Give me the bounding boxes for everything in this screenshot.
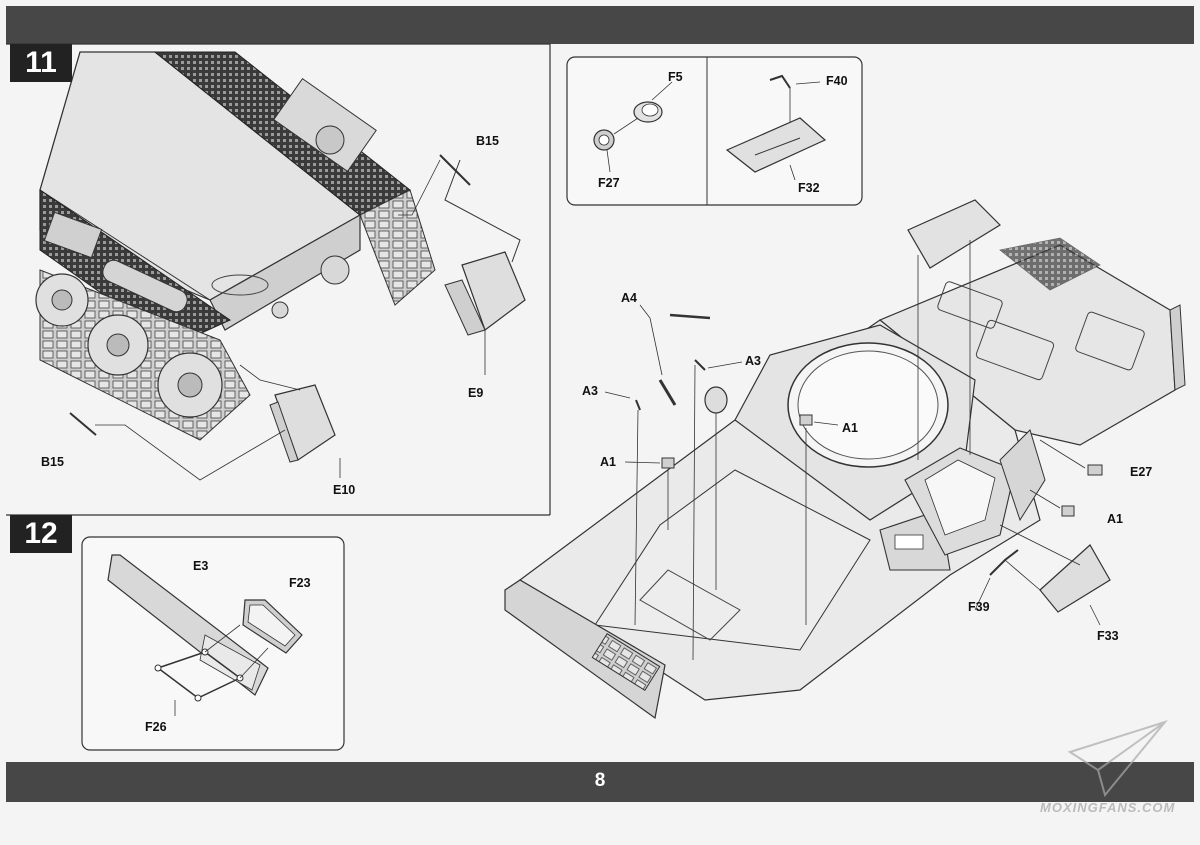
- page-number: 8: [594, 770, 606, 791]
- step-11-badge: 11: [10, 44, 72, 82]
- part-e9-mudflap: [398, 154, 526, 375]
- detail-inset: [566, 56, 863, 206]
- part-e10-mudflap: [69, 364, 341, 481]
- step-12-badge: 12: [10, 515, 72, 553]
- label-a1-front: A1: [600, 455, 616, 469]
- label-e10: E10: [333, 483, 355, 497]
- label-a1-turret: A1: [842, 421, 858, 435]
- label-a3-left: A3: [582, 384, 598, 398]
- label-a1-side: A1: [1107, 512, 1123, 526]
- bottom-footer-bar: 8: [6, 762, 1194, 802]
- label-f5: F5: [668, 70, 683, 84]
- step-12-frame: [81, 536, 345, 751]
- label-b15-left: B15: [41, 455, 64, 469]
- label-f39: F39: [968, 600, 990, 614]
- label-f27: F27: [598, 176, 620, 190]
- chassis-rear-drawing: [35, 51, 436, 441]
- label-f26: F26: [145, 720, 167, 734]
- label-f32: F32: [798, 181, 820, 195]
- top-header-bar: [6, 6, 1194, 44]
- label-f33: F33: [1097, 629, 1119, 643]
- label-a4: A4: [621, 291, 637, 305]
- label-e3: E3: [193, 559, 208, 573]
- label-f23: F23: [289, 576, 311, 590]
- watermark-text: MOXINGFANS.COM: [1040, 800, 1176, 815]
- step-11-frame: [6, 43, 551, 516]
- upper-hull-drawing: [504, 199, 1186, 720]
- label-e9: E9: [468, 386, 483, 400]
- paper-plane-logo: [1067, 720, 1168, 798]
- label-e27: E27: [1130, 465, 1152, 479]
- label-b15-right: B15: [476, 134, 499, 148]
- label-a3-right: A3: [745, 354, 761, 368]
- label-f40: F40: [826, 74, 848, 88]
